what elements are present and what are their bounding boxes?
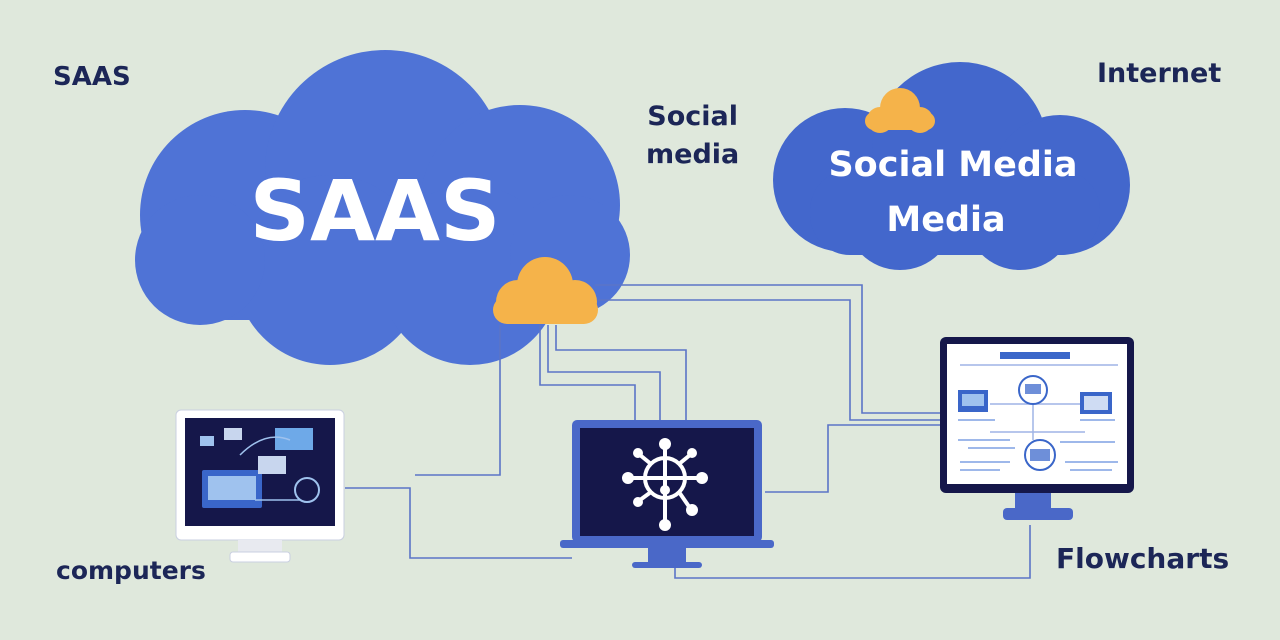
- connector-lines: [345, 284, 1031, 579]
- flowchart-monitor-icon: [940, 337, 1134, 520]
- computers-label: computers: [56, 556, 206, 585]
- internet-label: Internet: [1097, 58, 1222, 89]
- social-cloud-line2: Media: [886, 200, 1005, 240]
- social-media-cloud: Social Media Media: [773, 62, 1130, 270]
- flowcharts-label: Flowcharts: [1056, 542, 1230, 575]
- saas-cloud-text: SAAS: [249, 162, 500, 260]
- social-cloud-line1: Social Media: [828, 145, 1077, 185]
- social-media-label-line2: media: [646, 139, 740, 170]
- saas-label: SAAS: [53, 62, 131, 92]
- social-media-label-line1: Social: [647, 101, 738, 132]
- cloud-icon: [493, 257, 598, 324]
- cloud-icon: [865, 88, 935, 133]
- monitor-icon: [175, 409, 345, 563]
- social-media-label: Social media: [646, 98, 739, 174]
- laptop-network-icon: [560, 420, 774, 568]
